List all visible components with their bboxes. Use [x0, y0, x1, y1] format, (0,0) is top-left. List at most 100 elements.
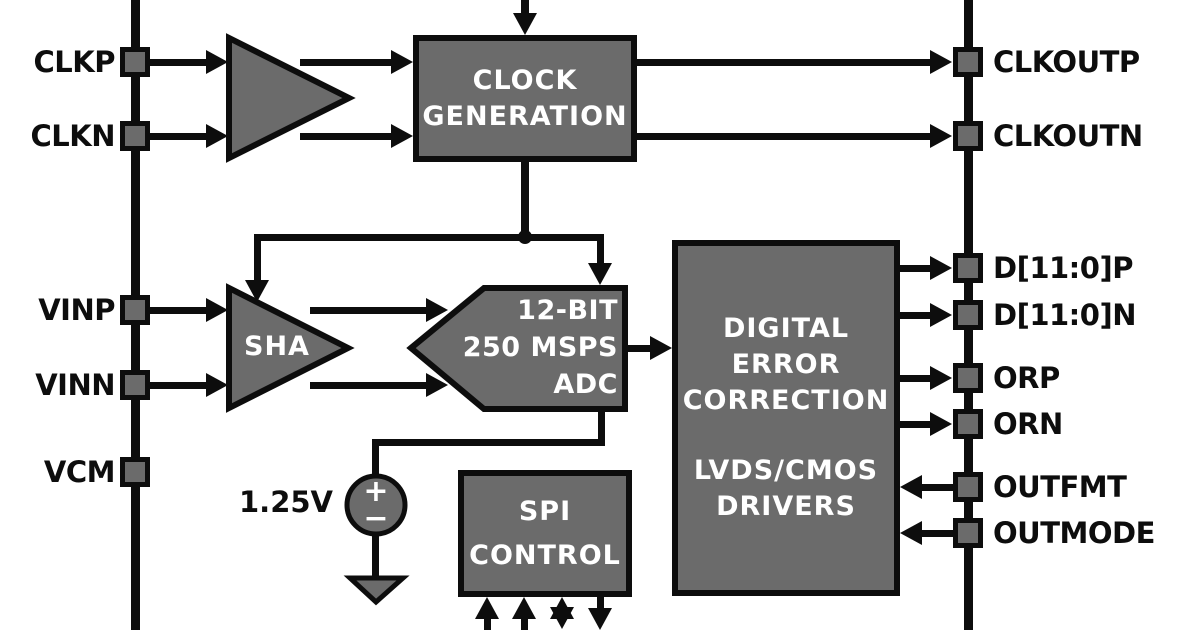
spi-label-line2: CONTROL: [469, 539, 621, 571]
arrowhead-clock-adc: [588, 263, 612, 285]
pin-clkp: [120, 47, 150, 77]
rail-to-sha-wire: [254, 238, 261, 282]
arrowhead-sha-adc-n: [426, 373, 448, 397]
buffer-out-p-wire: [300, 59, 393, 66]
arrowhead-sha-adc-p: [426, 298, 448, 322]
spi-label-line1: SPI: [518, 495, 572, 527]
arrowhead-outmode: [900, 521, 922, 545]
pin-clkoutn: [953, 121, 983, 151]
arrowhead-orp: [930, 366, 952, 390]
adc-label-line3: ADC: [553, 369, 618, 400]
clock-generation-label-line1: CLOCK: [472, 64, 578, 96]
pin-vinp: [120, 295, 150, 325]
clock-generation-label-line2: GENERATION: [422, 100, 628, 132]
clock-generation-block: CLOCK GENERATION: [413, 35, 637, 162]
adc-label: 12-BIT 250 MSPS ADC: [450, 292, 618, 403]
arrowhead-d11n: [930, 303, 952, 327]
dec-label-line3: CORRECTION: [682, 385, 890, 416]
outmode-wire: [920, 530, 953, 537]
arrowhead-vinp: [206, 298, 228, 322]
vsource-top-wire: [372, 439, 379, 477]
outfmt-wire: [920, 484, 953, 491]
adc-bottom-wire: [598, 412, 605, 446]
ground-icon: [343, 575, 410, 606]
sha-label: SHA: [244, 331, 310, 362]
arrowhead-buffer-p: [391, 50, 413, 74]
pin-vinn: [120, 370, 150, 400]
arrowhead-spi-bidir-down: [550, 607, 574, 629]
pin-label-clkoutn: CLKOUTN: [993, 119, 1143, 153]
arrowhead-outfmt: [900, 475, 922, 499]
pin-clkoutp: [953, 47, 983, 77]
arrowhead-spi-in2: [512, 597, 536, 619]
sha-out-n-wire: [310, 382, 428, 389]
arrowhead-buffer-n: [391, 124, 413, 148]
clock-rail-wire: [254, 234, 604, 241]
arrowhead-clkoutp: [930, 50, 952, 74]
arrowhead-spi-out: [588, 608, 612, 630]
pin-label-orp: ORP: [993, 361, 1060, 395]
pin-label-d11n: D[11:0]N: [993, 298, 1136, 332]
pin-clkn: [120, 121, 150, 151]
pin-outfmt: [953, 472, 983, 502]
pin-label-vcm: VCM: [43, 455, 116, 489]
vref-horizontal-wire: [372, 439, 605, 446]
arrowhead-into-clockgen-top: [513, 13, 537, 35]
dec-label-line2: ERROR: [731, 349, 841, 380]
pin-label-outmode: OUTMODE: [993, 516, 1155, 550]
pin-label-clkoutp: CLKOUTP: [993, 45, 1140, 79]
d11n-wire: [900, 312, 932, 319]
dec-label-line1: DIGITAL: [722, 313, 850, 344]
voltage-source-value: 1.25V: [239, 485, 333, 519]
arrowhead-orn: [930, 412, 952, 436]
voltage-source-minus: −: [363, 501, 389, 536]
pin-outmode: [953, 518, 983, 548]
pin-label-d11p: D[11:0]P: [993, 251, 1133, 285]
pin-orn: [953, 409, 983, 439]
arrowhead-clkp: [206, 50, 228, 74]
drivers-label-line2: DRIVERS: [716, 491, 856, 522]
vsource-ground-wire: [372, 533, 379, 579]
pin-label-outfmt: OUTFMT: [993, 470, 1127, 504]
spi-stub4-wire: [597, 597, 604, 610]
sha-out-p-wire: [310, 307, 428, 314]
arrowhead-d11p: [930, 256, 952, 280]
clock-top-wire: [521, 0, 529, 16]
rail-to-adc-wire: [597, 238, 604, 265]
buffer-out-n-wire: [300, 133, 393, 140]
pin-d11n: [953, 300, 983, 330]
arrowhead-spi-in1: [475, 597, 499, 619]
adc-to-dec-wire: [628, 345, 652, 352]
drivers-label-line1: LVDS/CMOS: [693, 455, 879, 486]
clock-buffer-amp-icon: [226, 33, 356, 163]
clkp-wire: [150, 59, 208, 66]
pin-label-orn: ORN: [993, 407, 1063, 441]
arrowhead-adc-dec: [650, 336, 672, 360]
clkoutp-wire: [637, 59, 932, 66]
adc-label-line1: 12-BIT: [517, 295, 618, 326]
arrowhead-clkoutn: [930, 124, 952, 148]
clkn-wire: [150, 133, 208, 140]
pin-vcm: [120, 457, 150, 487]
spi-control-block: SPI CONTROL: [458, 470, 632, 597]
arrowhead-vinn: [206, 373, 228, 397]
clkoutn-wire: [637, 133, 932, 140]
arrowhead-clkn: [206, 124, 228, 148]
spi-stub1-wire: [484, 615, 491, 630]
digital-error-correction-block: DIGITAL ERROR CORRECTION LVDS/CMOS DRIVE…: [672, 240, 900, 596]
pin-orp: [953, 363, 983, 393]
orn-wire: [900, 421, 932, 428]
voltage-source-plus: +: [363, 474, 389, 509]
pin-label-clkn: CLKN: [30, 119, 115, 153]
orp-wire: [900, 375, 932, 382]
vinn-wire: [150, 382, 208, 389]
pin-label-vinn: VINN: [35, 368, 115, 402]
vinp-wire: [150, 307, 208, 314]
d11p-wire: [900, 265, 932, 272]
clockgen-down-wire: [521, 162, 529, 238]
arrowhead-clock-sha: [245, 280, 269, 302]
pin-label-clkp: CLKP: [33, 45, 116, 79]
spi-stub2-wire: [521, 615, 528, 630]
pin-d11p: [953, 253, 983, 283]
adc-label-line2: 250 MSPS: [462, 332, 618, 363]
